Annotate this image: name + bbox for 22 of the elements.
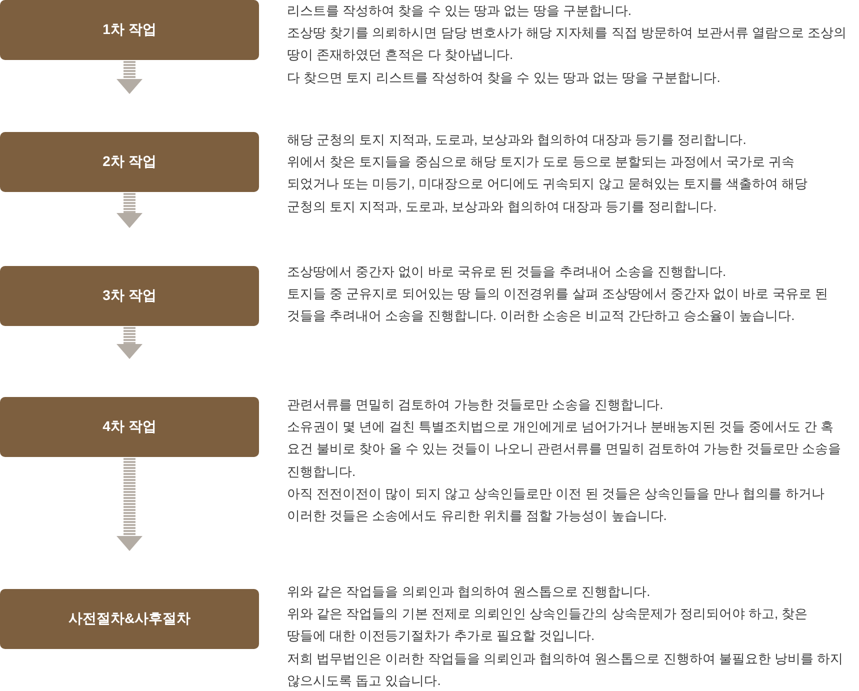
description-text: 조상땅에서 중간자 없이 바로 국유로 된 것들을 추려내어 소송을 진행합니다. xyxy=(287,263,728,281)
description-text: 관련서류를 면밀히 검토하여 가능한 것들로만 소송을 진행합니다. xyxy=(287,396,664,414)
step-box: 1차 작업 xyxy=(0,0,259,60)
description-text: 위에서 찾은 토지들을 중심으로 해당 토지가 도로 등으로 분할되는 과정에서 국가로 귀속 되었거나 또는 미등기, 미대장으로 어디에도 귀속되지 않고 묻혀있는 토지를 색출하여 해당 군청의 토지 지적과, 도로과, 보상과와 협의하여 대장과 등기를 정리합니다. xyxy=(287,153,808,216)
description-text: 아직 전전이전이 많이 되지 않고 상속인들로만 이전 된 것들은 상속인들을 만나 협의를 하거나 이러한 것들은 소송에서도 유리한 위치를 점할 가능성이 높습니다. xyxy=(287,484,826,526)
description-text: 토지들 중 군유지로 되어있는 땅 들의 이전경위를 살펴 조상땅에서 중간자 없이 바로 국유로 된 것들을 추려내어 소송을 진행합니다. 이러한 소송은 비교적 간단하고 승소율이 높습니다. xyxy=(287,285,828,326)
arrow xyxy=(116,192,142,228)
description-text: 다 찾으면 토지 리스트를 작성하여 찾을 수 있는 땅과 없는 땅을 구분합니다. xyxy=(287,68,722,87)
description-text: 위와 같은 작업들을 의뢰인과 협의하여 원스톱으로 진행합니다. xyxy=(287,583,652,601)
arrow xyxy=(116,457,142,551)
description-text: 해당 군청의 토지 지적과, 도로과, 보상과와 협의하여 대장과 등기를 정리합니다. xyxy=(287,131,748,149)
arrow xyxy=(116,326,142,359)
arrow xyxy=(116,60,142,94)
step-box: 사전절차&사후절차 xyxy=(0,589,259,649)
description-text: 위와 같은 작업들의 기본 전제로 의뢰인인 상속인들간의 상속문제가 정리되어야 하고, 찾은 땅들에 대한 이전등기절차가 추가로 필요할 것입니다. xyxy=(287,605,809,646)
description-text: 저희 법무법인은 이러한 작업들을 의뢰인과 협의하여 원스톱으로 진행하여 불필요한 낭비를 하지 않으시도록 돕고 있습니다. xyxy=(287,650,844,690)
step-box: 4차 작업 xyxy=(0,397,259,457)
description-text: 소유권이 몇 년에 걸친 특별조치법으로 개인에게로 넘어가거나 분배농지된 것들 중에서도 간 혹 요건 불비로 찾아 올 수 있는 것들이 나오니 관련서류를 면밀히 검토하여 가능한 것들로만 소송을 진행합니다. xyxy=(287,418,841,481)
description-text: 리스트를 작성하여 찾을 수 있는 땅과 없는 땅을 구분합니다. xyxy=(287,2,633,20)
step-box: 2차 작업 xyxy=(0,132,259,192)
description-text: 조상땅 찾기를 의뢰하시면 담당 변호사가 해당 지자체를 직접 방문하여 보관서류 열람으로 조상의 땅이 존재하였던 흔적은 다 찾아냅니다. xyxy=(287,24,847,64)
step-box: 3차 작업 xyxy=(0,266,259,326)
